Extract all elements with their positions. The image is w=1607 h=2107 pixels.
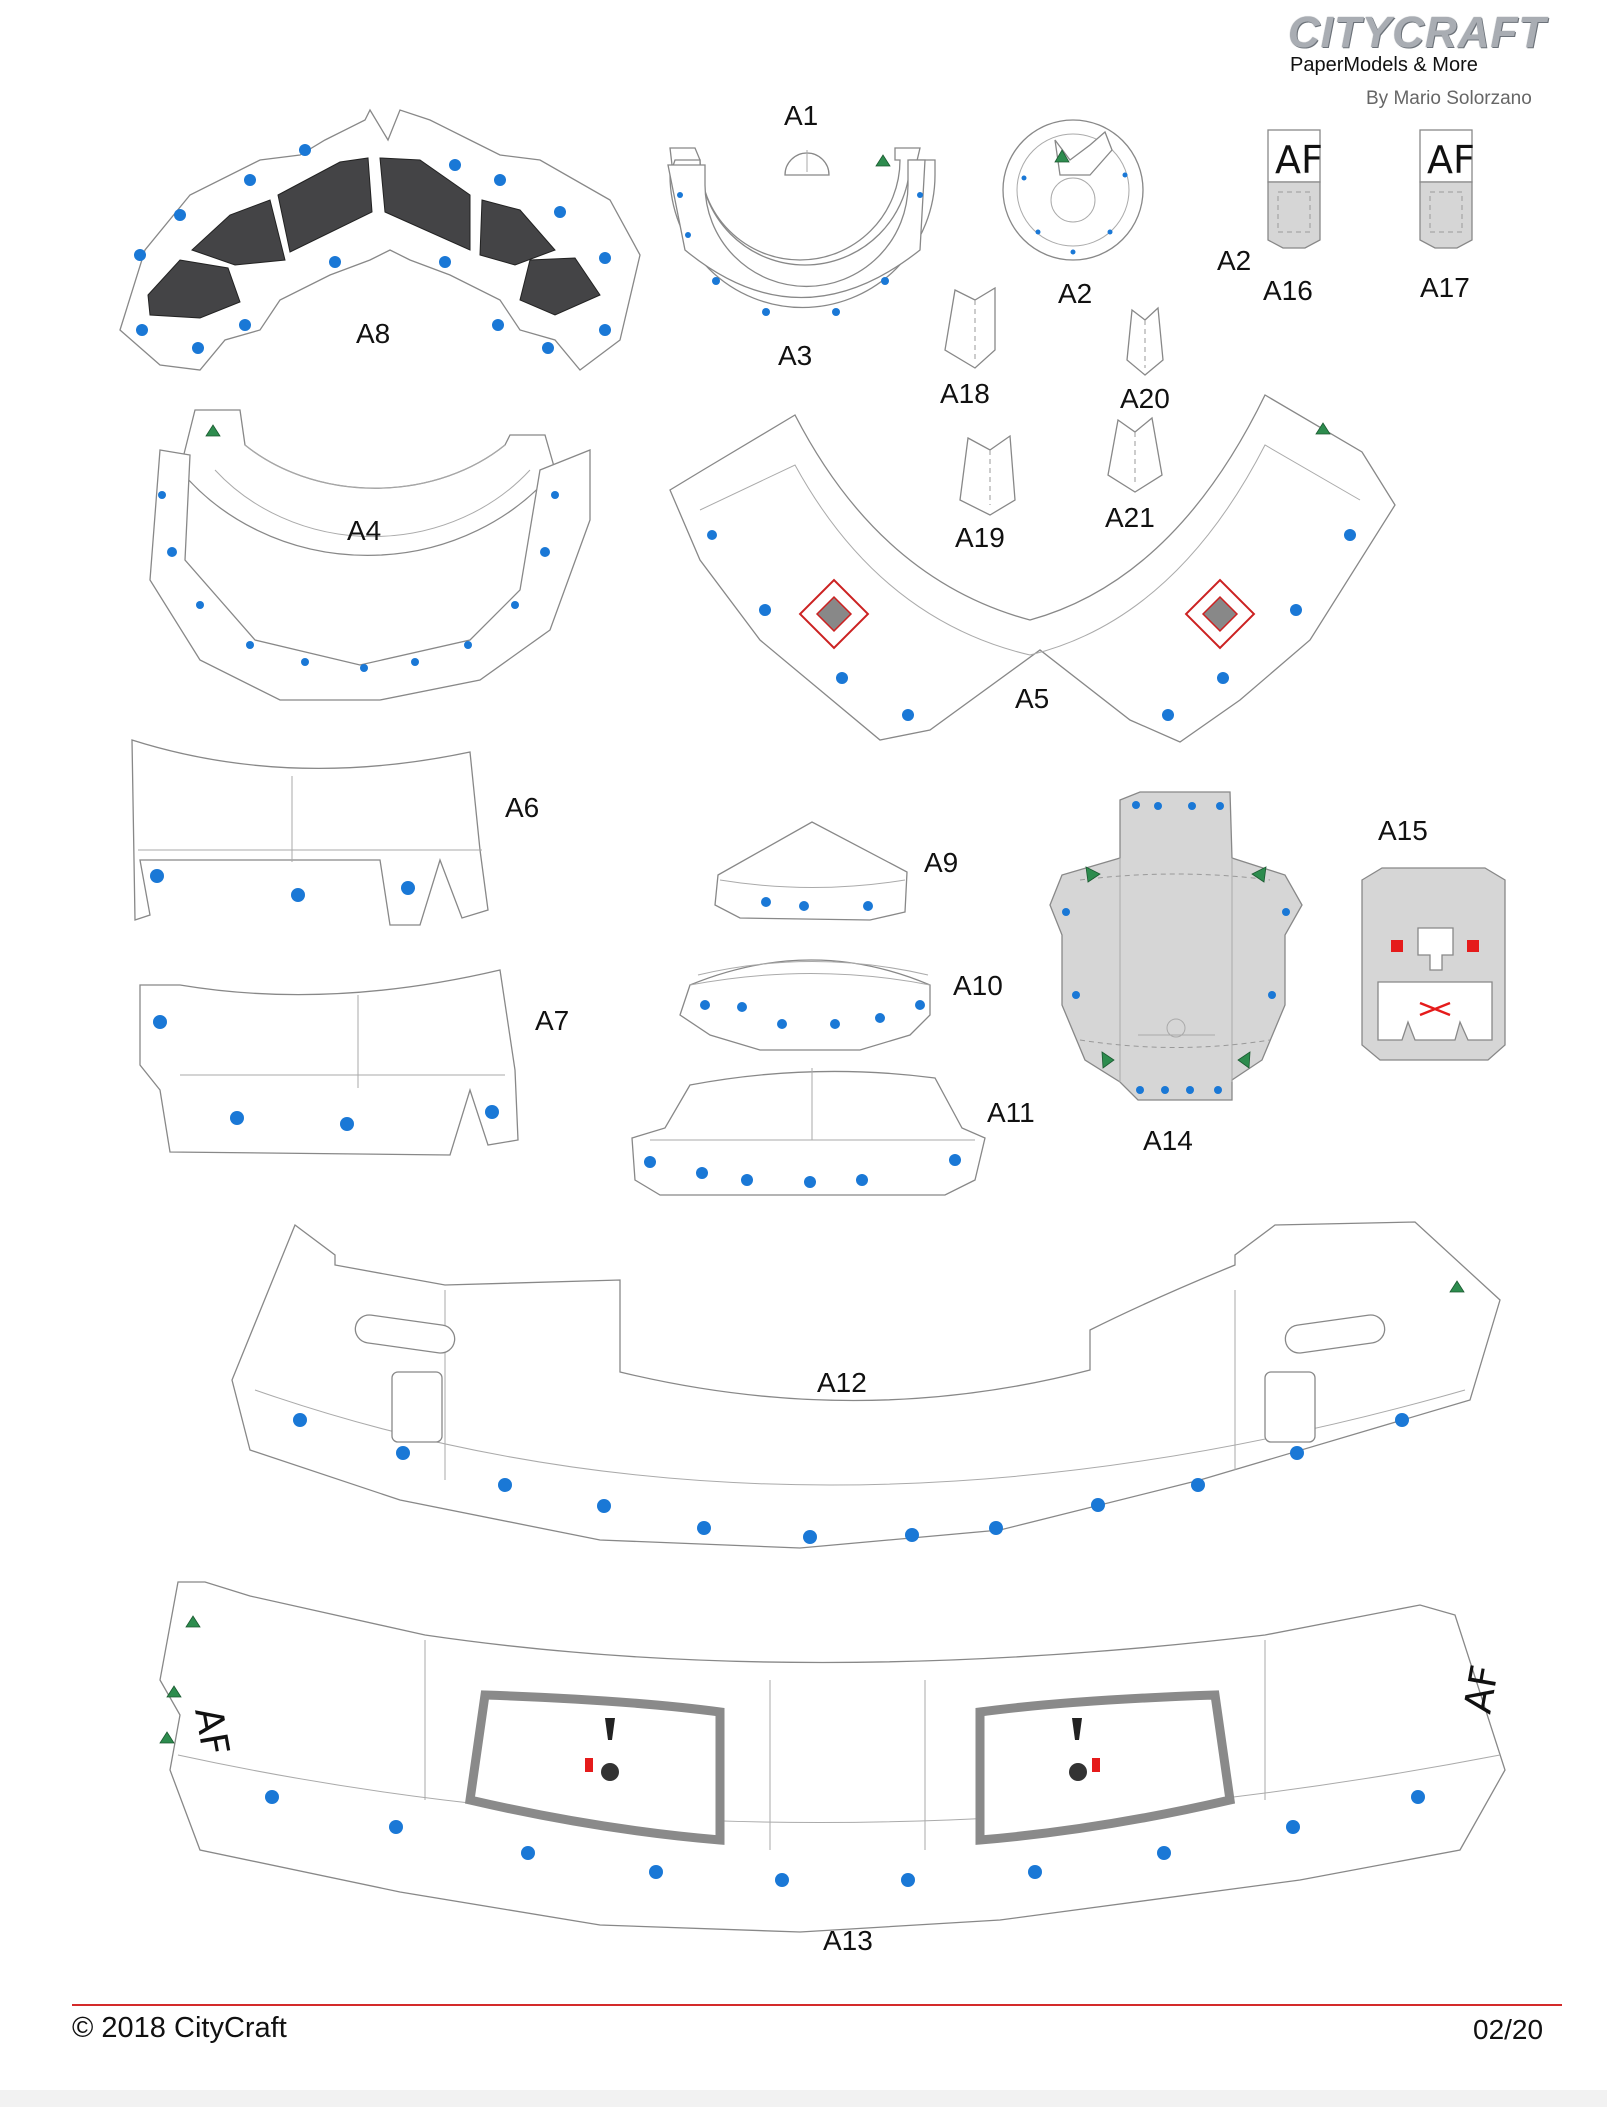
brand-logo: CITYCRAFT <box>1288 8 1547 57</box>
part-a7-shape <box>139 969 519 1156</box>
label-a7: A7 <box>535 1005 570 1036</box>
label-a4: A4 <box>347 515 382 546</box>
part-a13-shape: AF AF <box>159 1581 1508 1933</box>
label-a8: A8 <box>356 318 391 349</box>
label-a18: A18 <box>940 378 990 409</box>
label-a10: A10 <box>953 970 1003 1001</box>
label-a1: A1 <box>784 100 819 131</box>
part-a6-shape <box>131 739 489 926</box>
label-a19: A19 <box>955 522 1005 553</box>
label-a16: A16 <box>1263 275 1313 306</box>
label-a2-alt: A2 <box>1217 245 1252 276</box>
label-a6: A6 <box>505 792 540 823</box>
part-a3-shape <box>667 147 936 316</box>
page-number: 02/20 <box>1473 2014 1544 2045</box>
part-a11-shape <box>631 1068 986 1196</box>
part-a10-shape <box>679 959 931 1051</box>
label-a14: A14 <box>1143 1125 1193 1156</box>
label-a13: A13 <box>823 1925 873 1956</box>
label-a9: A9 <box>924 847 959 878</box>
a16-code-text: AF <box>1275 138 1323 182</box>
label-a5: A5 <box>1015 683 1050 714</box>
part-a21-shape <box>1107 416 1163 493</box>
part-a20-shape <box>1126 306 1164 376</box>
author-credit: By Mario Solorzano <box>1366 88 1532 109</box>
part-a4-shape <box>149 409 591 701</box>
a13-right-code-text: AF <box>1456 1662 1508 1717</box>
part-a9-shape <box>714 821 908 921</box>
bottom-band <box>0 2090 1607 2107</box>
part-a2-shape <box>1002 119 1144 261</box>
label-a3: A3 <box>778 340 813 371</box>
part-a15-shape <box>1361 867 1506 1061</box>
part-a18-shape <box>944 286 996 369</box>
label-a15: A15 <box>1378 815 1428 846</box>
part-a19-shape <box>959 434 1016 516</box>
label-a2: A2 <box>1058 278 1093 309</box>
part-a16-shape: AF <box>1267 129 1323 249</box>
footer-rule <box>72 2004 1562 2006</box>
part-a14-shape <box>1049 791 1303 1101</box>
label-a20: A20 <box>1120 383 1170 414</box>
part-a12-shape <box>231 1221 1501 1549</box>
part-a5-shape <box>669 394 1396 743</box>
part-a17-shape: AF <box>1419 129 1475 249</box>
part-a1-shape <box>784 150 830 176</box>
a13-left-code-text: AF <box>186 1704 238 1759</box>
label-a21: A21 <box>1105 502 1155 533</box>
part-a8-shape <box>119 108 641 371</box>
label-a12: A12 <box>817 1367 867 1398</box>
brand-tagline: PaperModels & More <box>1290 54 1478 76</box>
a17-code-text: AF <box>1427 138 1475 182</box>
copyright-text: © 2018 CityCraft <box>72 2012 287 2044</box>
label-a17: A17 <box>1420 272 1470 303</box>
label-a11: A11 <box>987 1097 1035 1128</box>
